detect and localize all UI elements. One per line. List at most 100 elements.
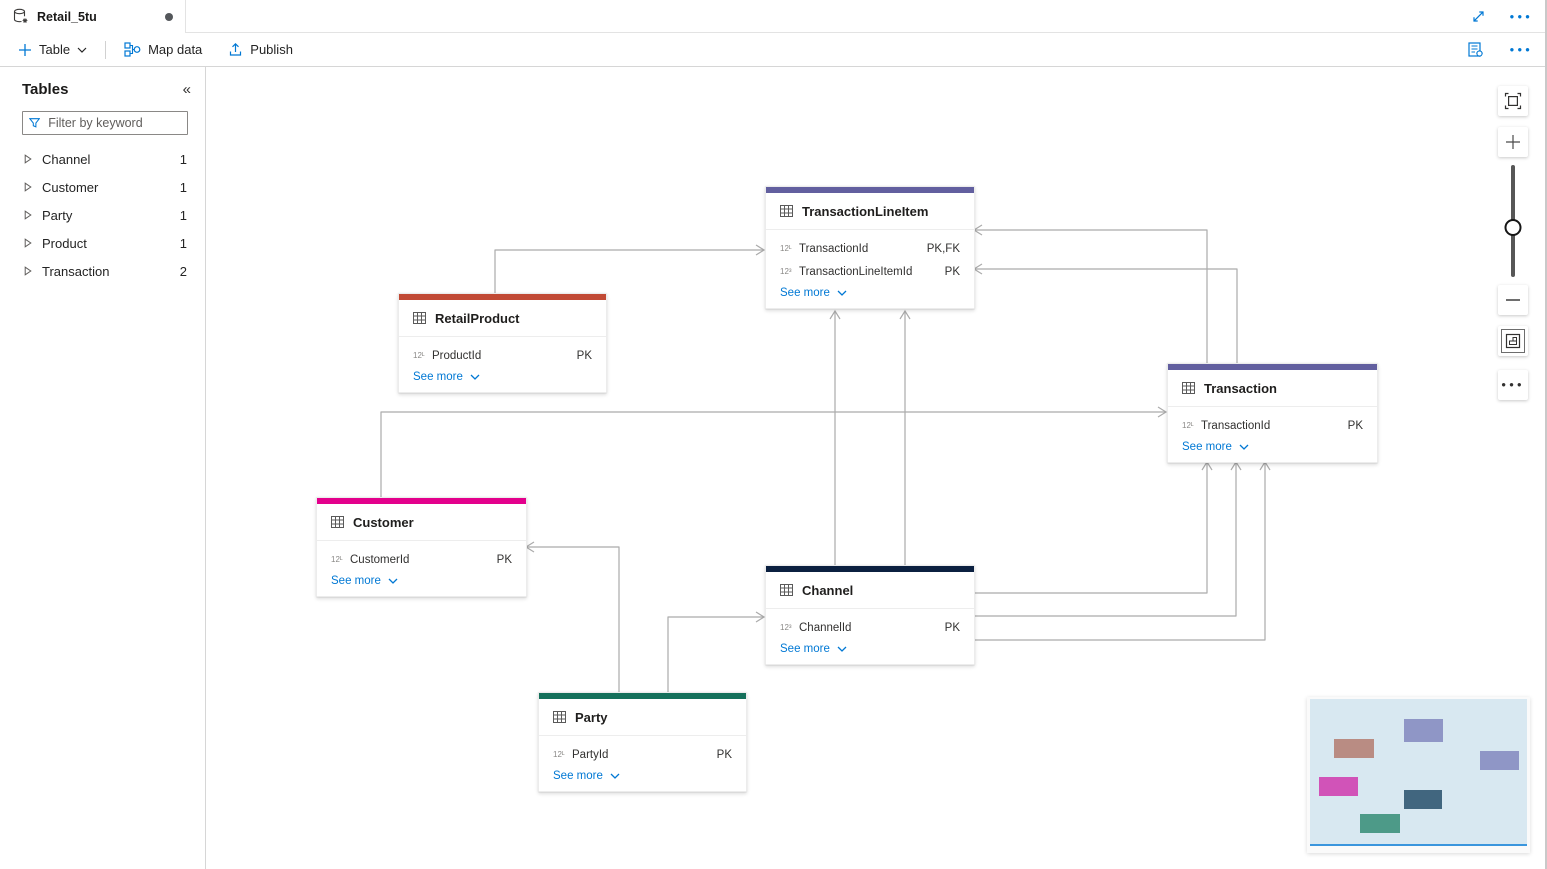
sidebar-item-channel[interactable]: Channel 1	[0, 145, 205, 173]
ellipsis-icon: ●●●	[1501, 380, 1525, 389]
entity-card-transactionlineitem[interactable]: TransactionLineItem 12ᴸ TransactionId PK…	[765, 186, 975, 309]
properties-icon[interactable]	[1467, 41, 1484, 58]
fit-to-screen-button[interactable]	[1498, 86, 1528, 116]
entity-color-bar	[766, 566, 974, 572]
table-count: 2	[179, 263, 187, 279]
field-row[interactable]: 12ᴸ ProductId PK	[399, 344, 606, 367]
see-more-link[interactable]: See more	[766, 283, 861, 308]
minimap-toggle-button[interactable]	[1498, 326, 1528, 356]
entity-name: Party	[575, 709, 608, 725]
entity-title-row: Party	[539, 699, 746, 736]
unsaved-indicator	[165, 12, 173, 21]
integer-type-icon: 12³	[780, 267, 792, 276]
map-data-icon	[124, 42, 141, 57]
see-more-link[interactable]: See more	[1168, 437, 1263, 462]
entity-card-channel[interactable]: Channel 12³ ChannelId PK See more	[765, 565, 975, 665]
field-key-badge: PK	[716, 748, 732, 761]
document-tab[interactable]: Retail_5tu	[0, 0, 186, 33]
table-name: Transaction	[42, 263, 110, 279]
zoom-in-button[interactable]	[1498, 127, 1528, 157]
table-icon	[780, 584, 793, 596]
table-name: Customer	[42, 179, 99, 195]
entity-name: RetailProduct	[435, 310, 520, 326]
entity-card-party[interactable]: Party 12ᴸ PartyId PK See more	[538, 692, 747, 792]
bigint-type-icon: 12ᴸ	[1182, 421, 1194, 430]
entity-card-transaction[interactable]: Transaction 12ᴸ TransactionId PK See mor…	[1167, 363, 1378, 463]
field-row[interactable]: 12ᴸ TransactionId PK	[1168, 414, 1377, 437]
arrowhead-icon	[972, 263, 983, 275]
field-key-badge: PK	[1347, 419, 1363, 432]
entity-fields: 12ᴸ CustomerId PK See more	[317, 541, 526, 596]
entity-card-customer[interactable]: Customer 12ᴸ CustomerId PK See more	[316, 497, 527, 597]
tab-more-button[interactable]: ●●●	[1509, 11, 1533, 21]
connector-customer-to-transaction	[380, 411, 1166, 497]
entity-fields: 12ᴸ PartyId PK See more	[539, 736, 746, 791]
collapse-sidebar-button[interactable]: «	[182, 81, 191, 98]
fit-to-screen-icon	[1504, 92, 1522, 110]
canvas-more-button[interactable]: ●●●	[1498, 370, 1528, 400]
zoom-slider[interactable]	[1498, 165, 1528, 277]
see-more-link[interactable]: See more	[399, 367, 494, 392]
bigint-type-icon: 12ᴸ	[780, 244, 792, 253]
minimap-table-customer	[1319, 777, 1358, 796]
field-row[interactable]: 12³ TransactionLineItemId PK	[766, 260, 974, 283]
bigint-type-icon: 12ᴸ	[331, 555, 343, 564]
minimap[interactable]	[1307, 697, 1530, 853]
minimap-viewport[interactable]	[1310, 699, 1527, 846]
expand-icon[interactable]	[1471, 9, 1486, 24]
field-row[interactable]: 12ᴸ TransactionId PK,FK	[766, 237, 974, 260]
field-name: ChannelId	[799, 621, 852, 634]
map-data-label: Map data	[148, 42, 203, 57]
field-row[interactable]: 12ᴸ CustomerId PK	[317, 548, 526, 571]
connector-transaction-to-transactionlineitem	[974, 268, 1238, 363]
connector-party-to-customer	[526, 546, 620, 692]
sidebar-item-product[interactable]: Product 1	[0, 229, 205, 257]
chevron-down-icon	[837, 646, 847, 652]
arrowhead-icon	[1201, 460, 1213, 471]
chevron-right-icon[interactable]	[24, 238, 32, 248]
arrowhead-icon	[755, 244, 766, 256]
minimap-table-transactionlineitem	[1404, 719, 1443, 742]
map-data-button[interactable]: Map data	[114, 33, 212, 66]
chevron-right-icon[interactable]	[24, 182, 32, 192]
entity-fields: 12ᴸ TransactionId PK,FK 12³ TransactionL…	[766, 230, 974, 308]
entity-color-bar	[399, 294, 606, 300]
publish-icon	[230, 42, 242, 56]
see-more-link[interactable]: See more	[539, 766, 634, 791]
field-row[interactable]: 12³ ChannelId PK	[766, 616, 974, 639]
zoom-out-button[interactable]	[1498, 285, 1528, 315]
entity-color-bar	[539, 693, 746, 699]
sidebar-title: Tables	[22, 81, 69, 98]
minimap-icon	[1505, 333, 1521, 349]
arrowhead-icon	[1259, 460, 1271, 471]
entity-card-retailproduct[interactable]: RetailProduct 12ᴸ ProductId PK See more	[398, 293, 607, 393]
see-more-link[interactable]: See more	[766, 639, 861, 664]
new-table-button[interactable]: Table	[8, 33, 97, 66]
window-edge	[1545, 0, 1547, 869]
sidebar-item-customer[interactable]: Customer 1	[0, 173, 205, 201]
connector-channel-to-transaction	[973, 462, 1208, 594]
field-name: TransactionId	[799, 242, 869, 255]
entity-title-row: RetailProduct	[399, 300, 606, 337]
toolbar-more-button[interactable]: ●●●	[1509, 44, 1533, 54]
see-more-link[interactable]: See more	[317, 571, 412, 596]
toolbar: Table Map data Publish	[0, 33, 1547, 67]
filter-input[interactable]	[46, 115, 181, 131]
field-row[interactable]: 12ᴸ PartyId PK	[539, 743, 746, 766]
chevron-right-icon[interactable]	[24, 266, 32, 276]
zoom-slider-thumb[interactable]	[1504, 219, 1522, 236]
tab-bar: Retail_5tu ●●●	[0, 0, 1547, 33]
chevron-right-icon[interactable]	[24, 210, 32, 220]
field-key-badge: PK	[944, 265, 960, 278]
table-name: Channel	[42, 151, 91, 167]
connector-party-to-channel	[667, 616, 764, 692]
field-name: TransactionId	[1201, 419, 1271, 432]
sidebar-item-party[interactable]: Party 1	[0, 201, 205, 229]
filter-icon	[29, 118, 41, 128]
minimap-table-party	[1360, 814, 1400, 833]
publish-button[interactable]: Publish	[218, 33, 303, 66]
sidebar-item-transaction[interactable]: Transaction 2	[0, 257, 205, 285]
chevron-right-icon[interactable]	[24, 154, 32, 164]
arrowhead-icon	[1157, 406, 1168, 418]
chevron-down-icon	[77, 47, 87, 53]
